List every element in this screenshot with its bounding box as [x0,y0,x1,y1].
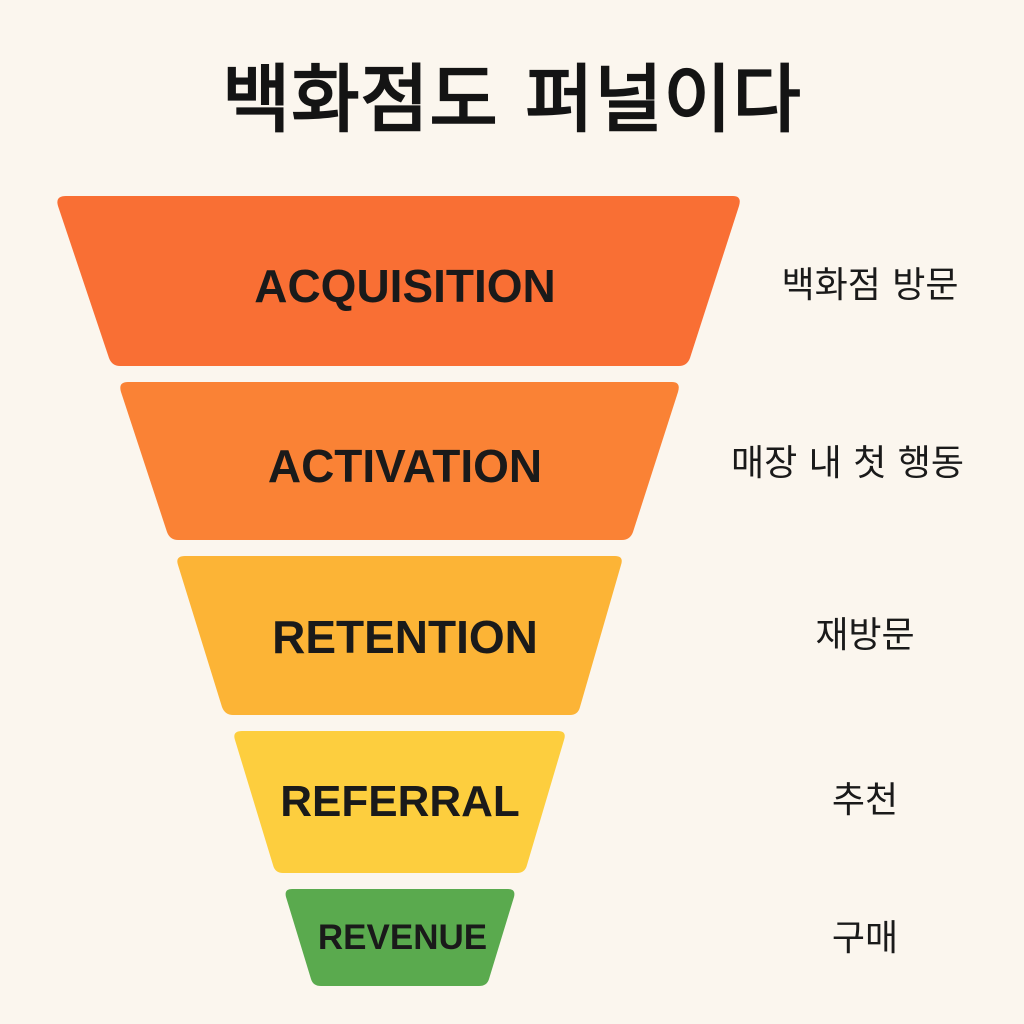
funnel-stage-retention-description: 재방문 [815,615,915,656]
funnel-stage-revenue-shape [285,889,515,986]
funnel-stage-acquisition-description: 백화점 방문 [781,265,959,306]
funnel-stage-referral-label: REFERRAL [280,777,520,826]
funnel-stage-referral-description: 추천 [831,780,899,821]
funnel-stage-activation-label: ACTIVATION [267,440,543,492]
funnel-stage-revenue-description: 구매 [831,918,899,959]
funnel-stage-acquisition-label: ACQUISITION [254,260,556,312]
funnel-stage-retention-label: RETENTION [272,611,538,663]
funnel-stage-activation-shape [120,382,679,540]
funnel-stage-referral-shape [234,731,565,873]
funnel-stage-acquisition-shape [57,196,740,366]
page-title: 백화점도 퍼널이다 [222,57,802,143]
funnel-stage-activation-description: 매장 내 첫 행동 [730,443,965,484]
funnel-stage-retention-shape [177,556,622,715]
funnel-stage-revenue-label: REVENUE [317,918,488,957]
